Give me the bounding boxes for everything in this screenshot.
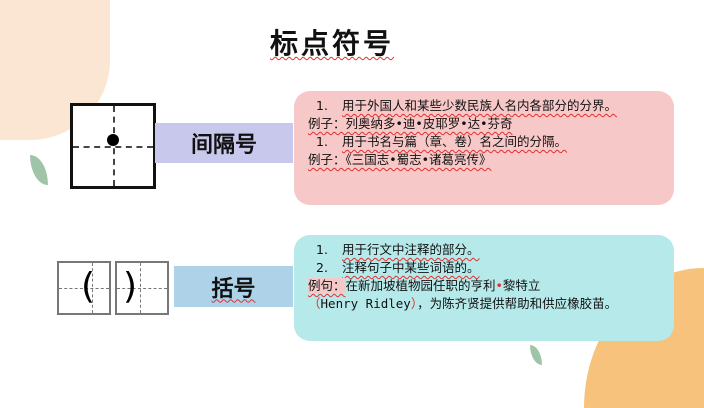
- decor-leaf: [30, 155, 48, 185]
- section-label-brackets: 括号: [174, 266, 293, 307]
- grid-box-left-paren: (: [57, 261, 111, 315]
- list-item: 1.用于书名与篇（章、卷）名之间的分隔。: [316, 134, 568, 149]
- list-item: 2.注释句子中某些词语的。: [316, 260, 480, 275]
- interpunct-card: 1.用于外国人和某些少数民族人名内各部分的分界。 例子：列奥纳多•迪•皮耶罗•达…: [294, 91, 674, 205]
- grid-box-interpunct: [70, 103, 156, 189]
- decor-leaf: [530, 345, 542, 365]
- list-item: 1.用于外国人和某些少数民族人名内各部分的分界。: [316, 98, 618, 113]
- example: 例子：《三国志•蜀志•诸葛亮传》: [308, 152, 492, 167]
- section-label-interpunct: 间隔号: [155, 123, 293, 163]
- dot-icon: [107, 134, 119, 146]
- right-paren-glyph: ): [123, 266, 138, 307]
- page-title: 标点符号: [270, 27, 395, 60]
- left-paren-glyph: (: [81, 266, 96, 307]
- list-item: 1.用于行文中注释的部分。: [316, 242, 480, 257]
- example: 例子：列奥纳多•迪•皮耶罗•达•芬奇: [308, 116, 513, 131]
- grid-box-right-paren: ): [115, 261, 169, 315]
- brackets-card: 1.用于行文中注释的部分。 2.注释句子中某些词语的。 例句：在新加坡植物园任职…: [294, 235, 674, 341]
- example-sentence: 例句：在新加坡植物园任职的亨利•黎特立（Henry Ridley），为陈齐贤提供…: [308, 278, 618, 311]
